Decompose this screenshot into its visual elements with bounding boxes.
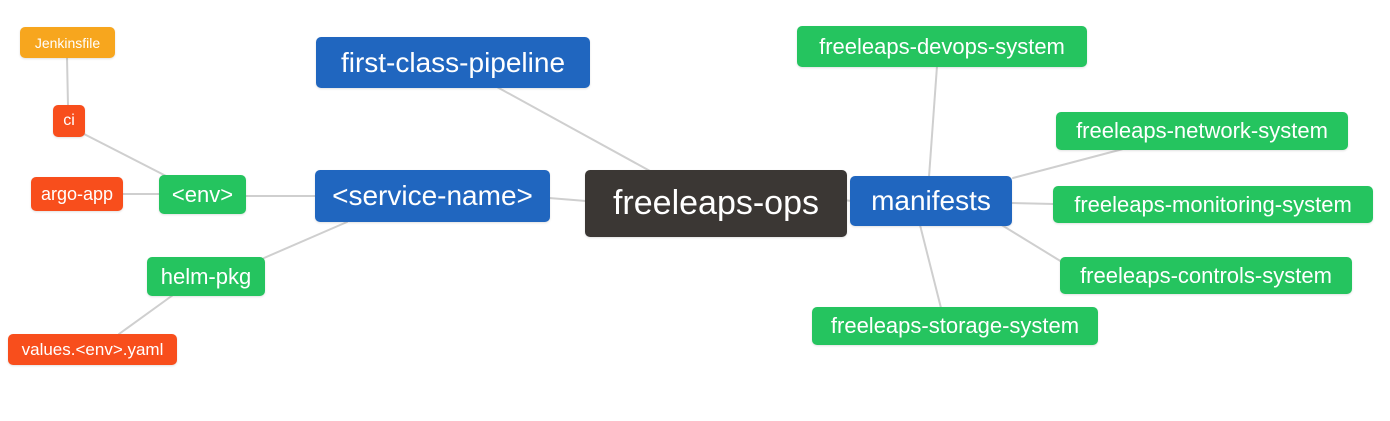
node-freeleaps-controls-system[interactable]: freeleaps-controls-system <box>1060 257 1352 294</box>
node-env[interactable]: <env> <box>159 175 246 214</box>
node-ci-label: ci <box>63 112 75 129</box>
node-freeleaps-monitoring-system[interactable]: freeleaps-monitoring-system <box>1053 186 1373 223</box>
edge-service-name-helm-pkg <box>263 221 348 259</box>
node-freeleaps-storage-system-label: freeleaps-storage-system <box>830 313 1080 338</box>
node-manifests[interactable]: manifests <box>850 176 1012 226</box>
edge-pipeline-freeleaps-ops <box>496 86 651 172</box>
edge-ci-env <box>83 133 169 178</box>
node-freeleaps-ops-label: freeleaps-ops <box>612 184 819 222</box>
node-values-env-yaml[interactable]: values.<env>.yaml <box>8 334 177 365</box>
edge-manifests-devops <box>928 65 938 178</box>
node-helm-pkg[interactable]: helm-pkg <box>147 257 265 296</box>
node-freeleaps-network-system[interactable]: freeleaps-network-system <box>1056 112 1348 150</box>
node-service-name-label: <service-name> <box>332 180 533 211</box>
node-argo-app[interactable]: argo-app <box>31 177 123 211</box>
node-freeleaps-devops-system-label: freeleaps-devops-system <box>819 33 1065 59</box>
node-freeleaps-monitoring-system-label: freeleaps-monitoring-system <box>1074 191 1352 217</box>
node-freeleaps-controls-system-label: freeleaps-controls-system <box>1080 262 1332 288</box>
edge-helm-pkg-values <box>118 294 174 335</box>
node-first-class-pipeline[interactable]: first-class-pipeline <box>316 37 590 88</box>
node-values-env-yaml-label: values.<env>.yaml <box>21 339 164 359</box>
edge-manifests-controls <box>999 223 1063 263</box>
edge-jenkinsfile-ci <box>66 56 69 107</box>
node-first-class-pipeline-label: first-class-pipeline <box>340 46 566 78</box>
edge-manifests-storage <box>919 224 942 309</box>
node-jenkinsfile[interactable]: Jenkinsfile <box>20 27 115 58</box>
node-helm-pkg-label: helm-pkg <box>160 263 252 289</box>
node-service-name[interactable]: <service-name> <box>315 170 550 222</box>
node-freeleaps-ops[interactable]: freeleaps-ops <box>585 170 847 237</box>
edge-manifests-network <box>1012 148 1124 179</box>
node-ci[interactable]: ci <box>53 105 85 137</box>
edge-manifests-monitoring <box>1010 202 1055 205</box>
node-freeleaps-devops-system[interactable]: freeleaps-devops-system <box>797 26 1087 67</box>
node-freeleaps-network-system-label: freeleaps-network-system <box>1076 118 1328 143</box>
node-env-label: <env> <box>171 181 234 207</box>
node-argo-app-label: argo-app <box>40 183 114 204</box>
node-freeleaps-storage-system[interactable]: freeleaps-storage-system <box>812 307 1098 345</box>
node-manifests-label: manifests <box>871 185 991 216</box>
node-jenkinsfile-label: Jenkinsfile <box>34 34 101 51</box>
edge-service-name-freeleaps-ops <box>548 197 587 202</box>
